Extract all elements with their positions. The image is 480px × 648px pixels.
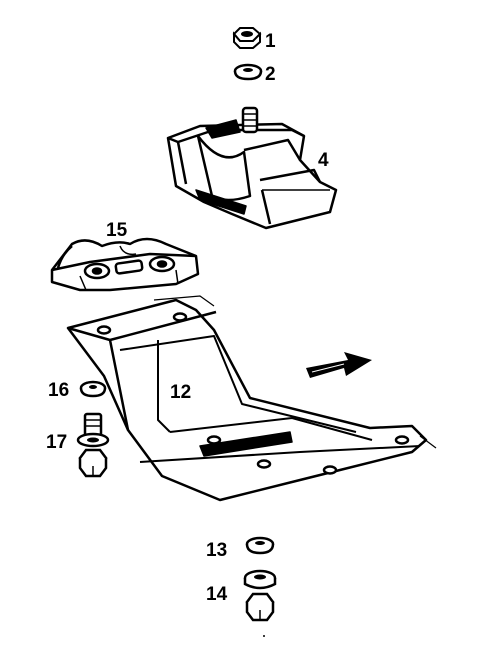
part-13-washer	[245, 536, 275, 555]
callout-4: 4	[318, 150, 329, 171]
forward-arrow-icon	[306, 352, 372, 378]
callout-12: 12	[170, 382, 191, 403]
callout-17: 17	[46, 432, 67, 453]
part-2-washer	[233, 63, 263, 81]
part-1-hex-nut	[232, 27, 262, 49]
callout-13: 13	[206, 540, 227, 561]
callout-1: 1	[265, 31, 276, 52]
part-17-bolt	[76, 412, 110, 478]
callout-15: 15	[106, 220, 128, 241]
part-14-bolt	[243, 569, 277, 622]
stray-dot	[263, 635, 265, 637]
part-4-transmission-mount	[166, 106, 338, 230]
callout-16: 16	[48, 380, 69, 401]
part-15-rubber-mount	[50, 237, 200, 292]
callout-14: 14	[206, 584, 228, 605]
part-16-washer	[79, 380, 107, 398]
part-12-crossmember	[66, 295, 437, 502]
callout-2: 2	[265, 64, 276, 85]
